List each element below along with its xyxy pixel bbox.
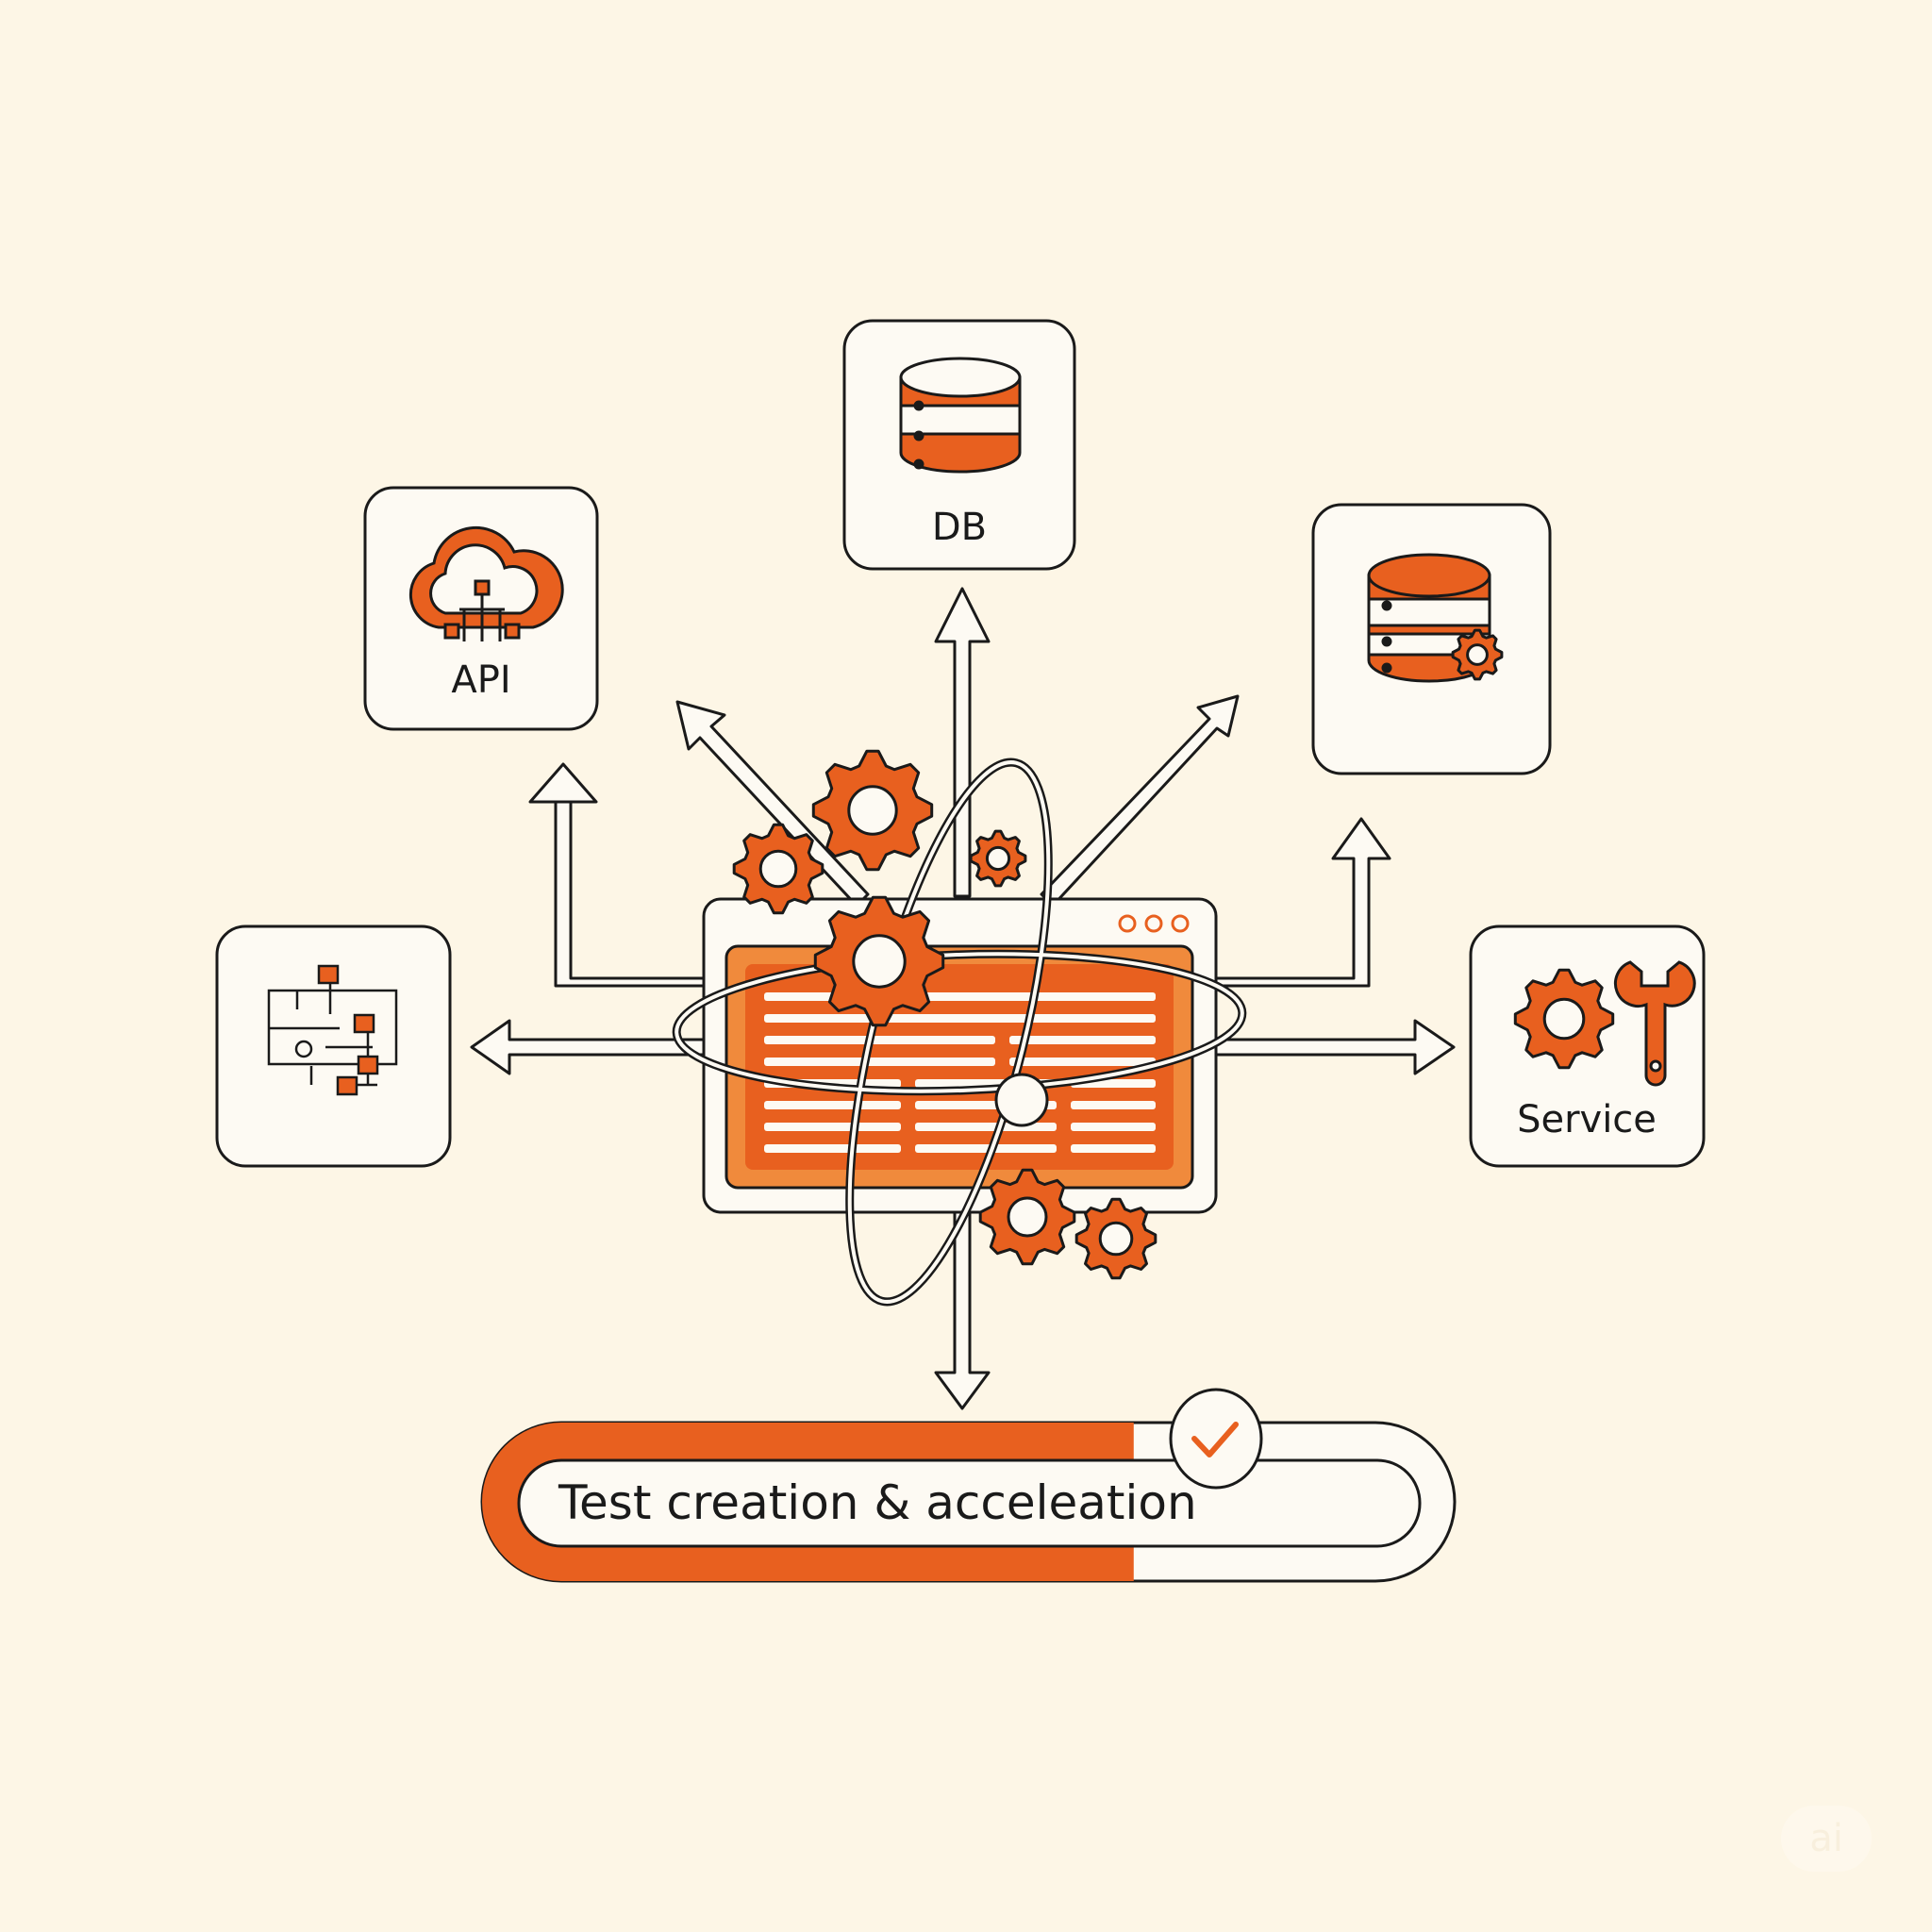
code-line bbox=[764, 1101, 901, 1109]
arrow-down-progress bbox=[934, 1210, 991, 1410]
gear-icon bbox=[813, 895, 945, 1027]
arrow-up-api bbox=[528, 762, 706, 988]
central-editor-window[interactable] bbox=[702, 897, 1218, 1214]
code-line bbox=[764, 1058, 995, 1066]
svg-text:ai: ai bbox=[1809, 1817, 1843, 1860]
connector-arrows bbox=[470, 587, 1456, 1410]
gear-icon bbox=[1451, 628, 1504, 681]
arrow-up-db bbox=[934, 587, 991, 898]
code-line bbox=[764, 1123, 901, 1131]
gear-icon bbox=[969, 829, 1027, 888]
card-api-label: API bbox=[451, 658, 510, 702]
gear-icon bbox=[1513, 968, 1615, 1070]
gear-icon bbox=[978, 1168, 1076, 1266]
watermark: ai bbox=[1781, 1806, 1872, 1872]
code-line bbox=[1009, 1036, 1156, 1044]
progress-label: Test creation & acceleation bbox=[558, 1475, 1197, 1530]
code-line bbox=[764, 992, 1156, 1001]
gear-icon bbox=[732, 823, 824, 915]
code-line bbox=[764, 1144, 901, 1153]
card-db[interactable]: DB bbox=[842, 319, 1076, 571]
gears-cluster bbox=[732, 749, 1158, 1280]
card-workflow[interactable] bbox=[215, 924, 452, 1168]
arrow-diagonal-left bbox=[675, 700, 870, 908]
workflow-icon bbox=[267, 964, 398, 1096]
arrow-left-flow bbox=[470, 1019, 706, 1075]
window-dot bbox=[1171, 914, 1190, 933]
card-db-settings[interactable] bbox=[1311, 503, 1552, 775]
code-line bbox=[915, 1144, 1057, 1153]
card-db-label: DB bbox=[932, 506, 987, 549]
code-line bbox=[915, 1123, 1057, 1131]
code-line bbox=[764, 1036, 995, 1044]
code-line bbox=[1071, 1144, 1156, 1153]
wrench-icon bbox=[1613, 960, 1696, 1087]
arrow-up-db-settings bbox=[1214, 817, 1391, 988]
database-settings-icon bbox=[1367, 553, 1504, 683]
code-line bbox=[764, 1014, 1156, 1023]
check-icon bbox=[1191, 1422, 1239, 1457]
service-icon bbox=[1513, 960, 1696, 1087]
arrow-diagonal-right bbox=[1040, 694, 1240, 908]
window-dot bbox=[1144, 914, 1163, 933]
progress-bar: Test creation & acceleation bbox=[480, 1388, 1457, 1583]
gear-icon bbox=[811, 749, 934, 872]
card-service[interactable]: Service bbox=[1469, 924, 1706, 1168]
card-api[interactable]: API bbox=[363, 486, 599, 731]
window-dot bbox=[1118, 914, 1137, 933]
gear-icon bbox=[1074, 1197, 1158, 1280]
code-line bbox=[1009, 1058, 1156, 1066]
check-badge bbox=[1169, 1388, 1263, 1490]
card-service-label: Service bbox=[1517, 1098, 1657, 1141]
orbit-node bbox=[994, 1073, 1049, 1127]
cloud-api-icon bbox=[408, 525, 564, 641]
code-line bbox=[1071, 1123, 1156, 1131]
database-icon bbox=[899, 357, 1022, 474]
arrow-right-service bbox=[1214, 1019, 1456, 1075]
code-line bbox=[1071, 1101, 1156, 1109]
